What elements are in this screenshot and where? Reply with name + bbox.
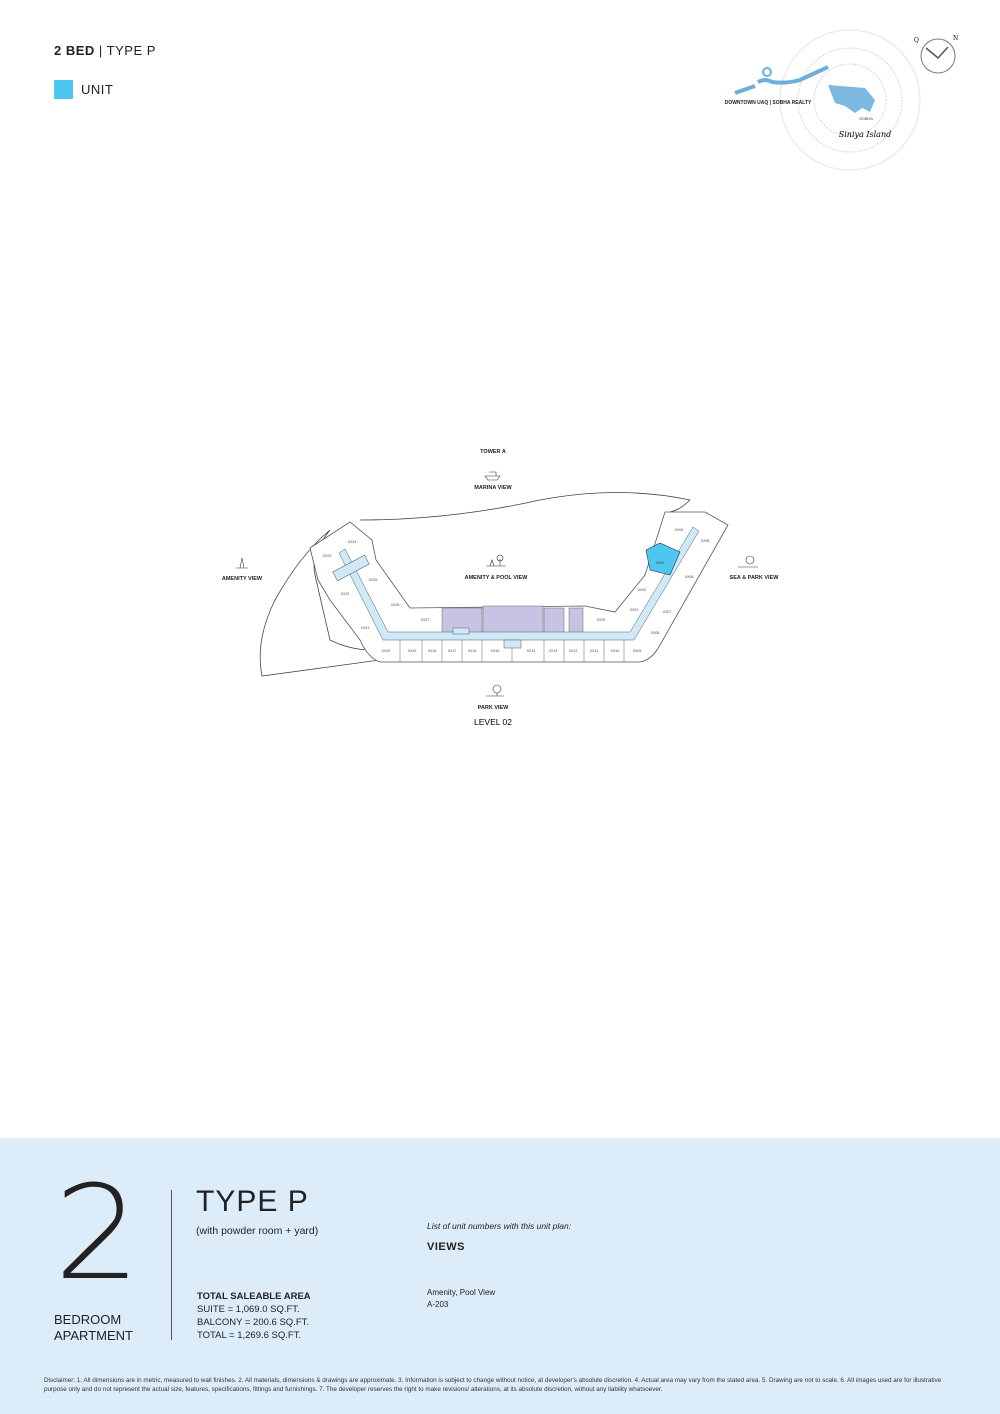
view-value: Amenity, Pool View bbox=[427, 1288, 496, 1297]
legend: UNIT bbox=[54, 80, 113, 99]
unit-label: XX04 bbox=[675, 528, 684, 532]
views-heading: VIEWS bbox=[427, 1241, 465, 1253]
floor-plan: DOWNTOWN UAQ | SOBHA REALTY SOBHA Siniya… bbox=[222, 29, 958, 727]
suite-area: SUITE = 1,069.0 SQ.FT. bbox=[197, 1304, 300, 1315]
page-header: 2 BED | TYPE P bbox=[54, 43, 156, 58]
site-outline bbox=[259, 492, 691, 677]
unit-label: XX01 bbox=[630, 608, 639, 612]
unit-label: XX06 bbox=[685, 575, 694, 579]
separator: | bbox=[94, 43, 107, 58]
corridor bbox=[332, 526, 700, 649]
unit-label: XX11 bbox=[590, 649, 599, 653]
compass-q: Q bbox=[914, 37, 919, 44]
total-area: TOTAL = 1,269.6 SQ.FT. bbox=[197, 1330, 302, 1341]
park-view-label: PARK VIEW bbox=[478, 705, 510, 711]
unit-dividers bbox=[399, 640, 625, 662]
location-label: DOWNTOWN UAQ | SOBHA REALTY bbox=[725, 100, 812, 106]
locator-map: DOWNTOWN UAQ | SOBHA REALTY SOBHA Siniya… bbox=[725, 29, 958, 171]
unit-label: XX19 bbox=[408, 649, 417, 653]
unit-label: XX21 bbox=[361, 626, 370, 630]
unit-label: XX02 bbox=[638, 588, 647, 592]
unit-swatch bbox=[54, 80, 73, 99]
area-title: TOTAL SALEABLE AREA bbox=[197, 1291, 311, 1302]
unit-number: A-203 bbox=[427, 1300, 449, 1309]
unit-label: XX18 bbox=[428, 649, 437, 653]
marina-view-label: MARINA VIEW bbox=[474, 485, 512, 491]
legend-label: UNIT bbox=[81, 82, 114, 97]
brand-small: SOBHA bbox=[859, 116, 873, 121]
unit-label: XX05 bbox=[701, 539, 710, 543]
unit-label: XX24 bbox=[348, 540, 357, 544]
unit-label: XX25 bbox=[369, 578, 378, 582]
unit-label: XX29 bbox=[597, 618, 606, 622]
summary-panel bbox=[0, 1138, 1000, 1414]
boat-icon bbox=[484, 471, 501, 481]
level-label: LEVEL 02 bbox=[474, 717, 512, 727]
unit-label: XX20 bbox=[382, 649, 391, 653]
unit-label: XX10 bbox=[611, 649, 620, 653]
amenity-icon bbox=[236, 557, 248, 569]
amenity-blocks bbox=[441, 605, 584, 636]
unit-label: XX13 bbox=[549, 649, 558, 653]
unit-label: XX09 bbox=[633, 649, 642, 653]
unit-label: XX26 bbox=[391, 603, 400, 607]
unit-label: XX16 bbox=[468, 649, 477, 653]
unit-label: XX22 bbox=[341, 592, 350, 596]
unit-label: XX17 bbox=[448, 649, 457, 653]
balcony-area: BALCONY = 200.6 SQ.FT. bbox=[197, 1317, 310, 1328]
bedroom-count: 2 bbox=[54, 1157, 141, 1309]
unit-label: XX03 bbox=[656, 561, 665, 565]
unit-label: XX08 bbox=[651, 631, 660, 635]
unit-label: XX14 bbox=[527, 649, 536, 653]
tree-icon bbox=[486, 559, 506, 567]
unit-list-title: List of unit numbers with this unit plan… bbox=[427, 1221, 572, 1231]
unit-label: XX27 bbox=[421, 618, 430, 622]
divider bbox=[171, 1190, 172, 1340]
type-title: TYPE P bbox=[196, 1185, 309, 1218]
unit-label: XX12 bbox=[569, 649, 578, 653]
type-subtitle: (with powder room + yard) bbox=[196, 1225, 319, 1237]
park-tree-icon bbox=[492, 684, 502, 694]
unit-label: XX15 bbox=[491, 649, 500, 653]
unit-labels: XX24 XX23 XX25 XX22 XX26 XX21 XX27 XX20 … bbox=[323, 528, 710, 653]
building-footprint bbox=[309, 511, 729, 663]
bedroom-label-line2: APARTMENT bbox=[54, 1328, 133, 1343]
unit-type: TYPE P bbox=[106, 43, 156, 58]
area-block: TOTAL SALEABLE AREA SUITE = 1,069.0 SQ.F… bbox=[197, 1290, 311, 1342]
unit-label: XX07 bbox=[663, 610, 672, 614]
unit-label: XX23 bbox=[323, 554, 332, 558]
sea-park-view-label: SEA & PARK VIEW bbox=[730, 575, 780, 581]
compass-icon: Q N bbox=[914, 35, 958, 74]
coastline-icon bbox=[734, 65, 829, 95]
disclaimer: Disclaimer: 1. All dimensions are in met… bbox=[44, 1377, 942, 1393]
highlighted-unit-a203[interactable] bbox=[645, 542, 681, 576]
bed-count: 2 BED bbox=[54, 43, 95, 58]
bedroom-label-line1: BEDROOM bbox=[54, 1312, 122, 1327]
amenity-pool-view-label: AMENITY & POOL VIEW bbox=[465, 575, 529, 581]
brand-logo: Siniya Island bbox=[839, 130, 891, 139]
amenity-view-label: AMENITY VIEW bbox=[222, 576, 263, 582]
compass-n: N bbox=[953, 35, 958, 42]
island-icon bbox=[828, 85, 875, 113]
tower-label: TOWER A bbox=[480, 449, 506, 455]
